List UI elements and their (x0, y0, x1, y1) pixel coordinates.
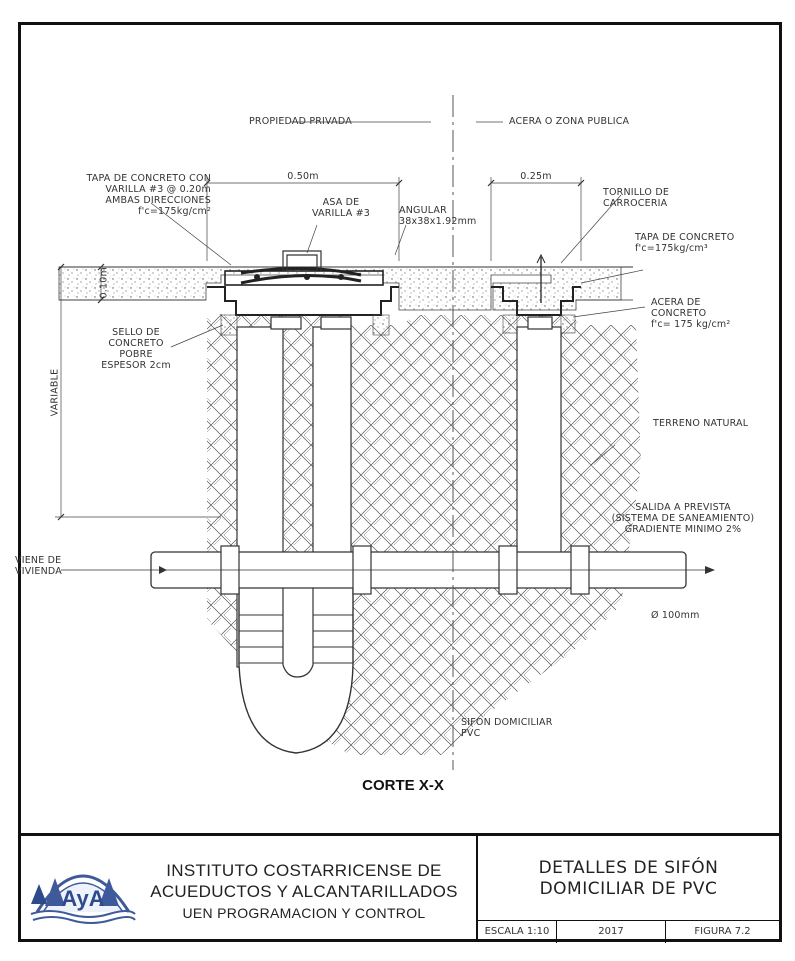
lid-left (207, 250, 399, 316)
label-variable: VARIABLE (49, 368, 61, 417)
drawing-title-panel: DETALLES DE SIFÓN DOMICILIAR DE PVC ESCA… (478, 836, 779, 943)
label-dim-025: 0.25m (520, 171, 552, 182)
dimension-ticks (57, 179, 585, 521)
lid-right (491, 253, 581, 316)
label-sello-concreto: SELLO DE CONCRETO POBRE ESPESOR 2cm (101, 327, 171, 371)
label-diametro: Ø 100mm (651, 610, 700, 621)
label-terreno-natural: TERRENO NATURAL (653, 418, 749, 429)
label-angular: ANGULAR 38x38x1.92mm (399, 205, 477, 227)
year-cell: 2017 (557, 921, 666, 943)
dimension-lines (55, 121, 646, 518)
drawing-title: DETALLES DE SIFÓN DOMICILIAR DE PVC (538, 858, 719, 899)
label-asa-varilla: ASA DE VARILLA #3 (311, 197, 371, 219)
label-viene-vivienda: VIENE DE VIVIENDA (15, 555, 62, 577)
department-name: UEN PROGRAMACION Y CONTROL (182, 905, 426, 921)
figure-cell: FIGURA 7.2 (694, 926, 751, 937)
scale-cell: ESCALA 1:10 (478, 921, 557, 943)
label-acera-concreto: ACERA DE CONCRETO f'c= 175 kg/cm² (651, 297, 731, 330)
institution-panel: AyA INSTITUTO COSTARRICENSE DE ACUEDUCTO… (21, 836, 478, 942)
label-sifon-domiciliar: SIFON DOMICILIAR PVC (461, 717, 553, 739)
aya-logo: AyA (30, 874, 136, 924)
label-tornillo: TORNILLO DE CARROCERIA (603, 187, 670, 209)
label-tapa-concreto: TAPA DE CONCRETO f'c=175kg/cm³ (635, 232, 735, 254)
drawing-meta-row: ESCALA 1:10 2017 FIGURA 7.2 (478, 920, 779, 943)
institution-name: INSTITUTO COSTARRICENSE DE ACUEDUCTOS Y … (137, 860, 471, 924)
title-block: AyA INSTITUTO COSTARRICENSE DE ACUEDUCTO… (21, 833, 779, 943)
drawing-sheet: PROPIEDAD PRIVADA ACERA O ZONA PUBLICA T… (15, 22, 782, 943)
logo-text: AyA (61, 886, 104, 911)
poor-concrete-seals (220, 314, 576, 336)
section-drawing (55, 95, 715, 770)
label-propiedad-privada: PROPIEDAD PRIVADA (249, 116, 352, 127)
label-dim-050: 0.50m (287, 171, 319, 182)
horizontal-pipe (61, 545, 715, 595)
section-caption: CORTE X-X (362, 777, 444, 794)
label-salida-prevista: SALIDA A PREVISTA (SISTEMA DE SANEAMIENT… (611, 502, 755, 535)
label-tapa-concreto-con: TAPA DE CONCRETO CON VARILLA #3 @ 0.20m … (86, 173, 211, 217)
trap-u-bend (238, 565, 354, 754)
concrete-slab (58, 266, 633, 311)
label-acera-publica: ACERA O ZONA PUBLICA (509, 116, 630, 127)
label-dim-010: 0.10m (98, 267, 110, 299)
